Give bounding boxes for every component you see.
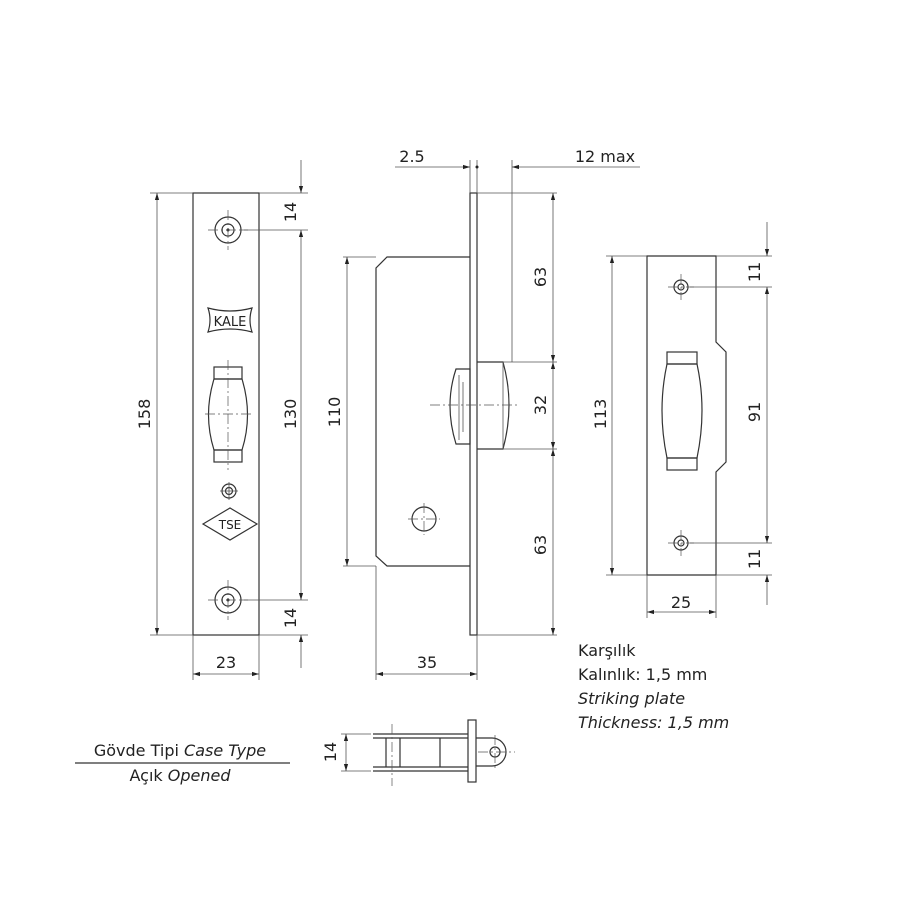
case-type-tr: Gövde Tipi [94, 741, 179, 760]
case-type-label: Gövde Tipi Case Type Açık Opened [75, 741, 290, 785]
dim-upper-offset: 63 [531, 267, 550, 287]
latch-bolt [477, 361, 510, 450]
dim-body-depth: 35 [417, 653, 437, 672]
small-screw [220, 482, 238, 500]
dim-lower-offset: 63 [531, 535, 550, 555]
spindle-hole [408, 503, 440, 535]
dim-hole-spacing: 130 [281, 399, 300, 430]
strike-hole-top [668, 274, 694, 300]
dim-strike-height: 113 [591, 399, 610, 430]
dim-hole-bottom: 14 [281, 608, 300, 628]
dim-strike-hole-spacing: 91 [745, 402, 764, 422]
strike-plate-view: 113 11 91 11 25 Karşılık Kalınlık: 1,5 m… [578, 222, 772, 732]
note-striking-plate: Striking plate [578, 689, 685, 708]
strike-plate [646, 255, 727, 576]
note-kalinlik: Kalınlık: 1,5 mm [578, 665, 707, 684]
dim-latch-height: 32 [531, 395, 550, 415]
faceplate [192, 192, 260, 636]
strike-hole-bottom [668, 530, 694, 556]
side-view: 2.5 12 max 110 63 32 63 35 [325, 147, 640, 680]
strike-opening [661, 351, 703, 471]
note-thickness: Thickness: 1,5 mm [578, 713, 729, 732]
dim-thickness: 14 [321, 742, 340, 762]
tse-mark: TSE [201, 507, 259, 541]
dim-strike-hole-bottom: 11 [745, 549, 764, 569]
latch-opening [205, 360, 252, 470]
svg-text:Gövde Tipi Case Type: Gövde Tipi Case Type [94, 741, 266, 760]
dim-width: 23 [216, 653, 236, 672]
kale-logo: KALE [207, 307, 253, 333]
note-karsilik: Karşılık [578, 641, 636, 660]
lock-body [375, 256, 470, 567]
case-value-en: Opened [168, 766, 232, 785]
front-view: KALE TSE 158 14 130 14 23 [135, 160, 308, 680]
latch-tail [449, 368, 471, 445]
svg-text:Açık Opened: Açık Opened [130, 766, 232, 785]
bottom-view: 14 [321, 719, 515, 786]
dim-plate-thickness: 2.5 [399, 147, 424, 166]
case-type-en: Case Type [184, 741, 266, 760]
case-value-tr: Açık [130, 766, 164, 785]
svg-text:KALE: KALE [214, 315, 247, 330]
dim-hole-top: 14 [281, 202, 300, 222]
dim-height-total: 158 [135, 399, 154, 430]
dim-strike-hole-top: 11 [745, 262, 764, 282]
svg-text:TSE: TSE [218, 518, 242, 532]
dim-latch-projection: 12 max [575, 147, 635, 166]
dim-strike-width: 25 [671, 593, 691, 612]
dim-body-height: 110 [325, 397, 344, 428]
faceplate-side [469, 192, 478, 636]
screw-hole-bottom [208, 580, 248, 620]
